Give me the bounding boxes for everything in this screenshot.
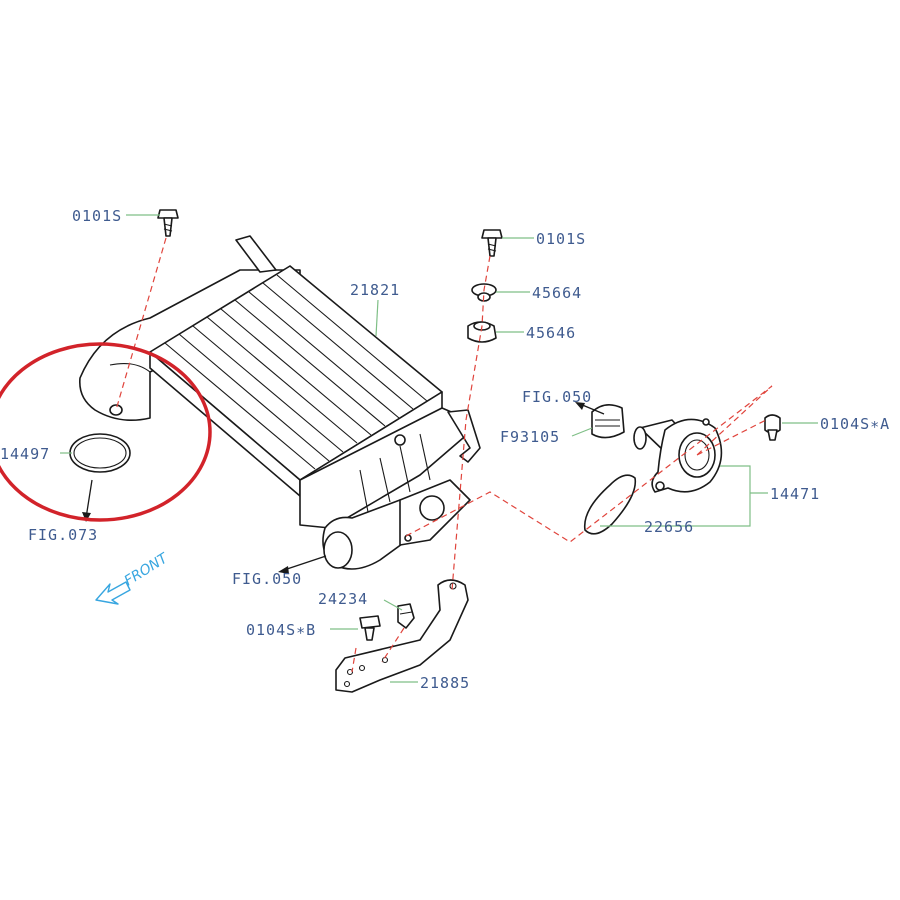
bracket-21885-part [335, 579, 469, 693]
front-arrow-icon [95, 581, 131, 605]
callout-0101S-center[interactable]: 0101S [536, 230, 586, 248]
bolt-0104SB-part [359, 615, 381, 641]
reference-arrows [82, 402, 605, 574]
intercooler-21821 [78, 235, 481, 570]
bolt-0101S-center-part [481, 229, 503, 257]
leader-lines [60, 214, 818, 683]
callout-0101S-left[interactable]: 0101S [72, 207, 122, 225]
highlight-circle [0, 342, 212, 522]
clamp-F93105-part [591, 404, 625, 439]
callout-0104SB[interactable]: 0104S∗B [246, 621, 316, 639]
callout-24234[interactable]: 24234 [318, 590, 368, 608]
gasket-22656-part [583, 474, 637, 535]
bolt-0101S-left-part [157, 209, 179, 237]
callout-45664[interactable]: 45664 [532, 284, 582, 302]
callout-0104SA[interactable]: 0104S∗A [820, 415, 890, 433]
callout-fig-050-left[interactable]: FIG.050 [232, 570, 302, 588]
callout-21885[interactable]: 21885 [420, 674, 470, 692]
core-fins [164, 274, 428, 470]
callout-22656[interactable]: 22656 [644, 518, 694, 536]
front-direction-indicator: FRONT [95, 550, 172, 605]
callout-21821[interactable]: 21821 [350, 281, 400, 299]
callout-14471[interactable]: 14471 [770, 485, 820, 503]
gasket-14497-part [69, 433, 131, 473]
grommet-45646-part [467, 321, 497, 343]
bolt-0104SA-part [764, 414, 781, 441]
front-label: FRONT [122, 550, 172, 590]
clip-24234-part [397, 603, 415, 629]
callout-F93105[interactable]: F93105 [500, 428, 560, 446]
duct-14471-part [633, 418, 723, 493]
callout-fig-050-right[interactable]: FIG.050 [522, 388, 592, 406]
callout-45646[interactable]: 45646 [526, 324, 576, 342]
callout-14497[interactable]: 14497 [0, 445, 50, 463]
callout-fig-073[interactable]: FIG.073 [28, 526, 98, 544]
dashed-guides [115, 237, 773, 673]
